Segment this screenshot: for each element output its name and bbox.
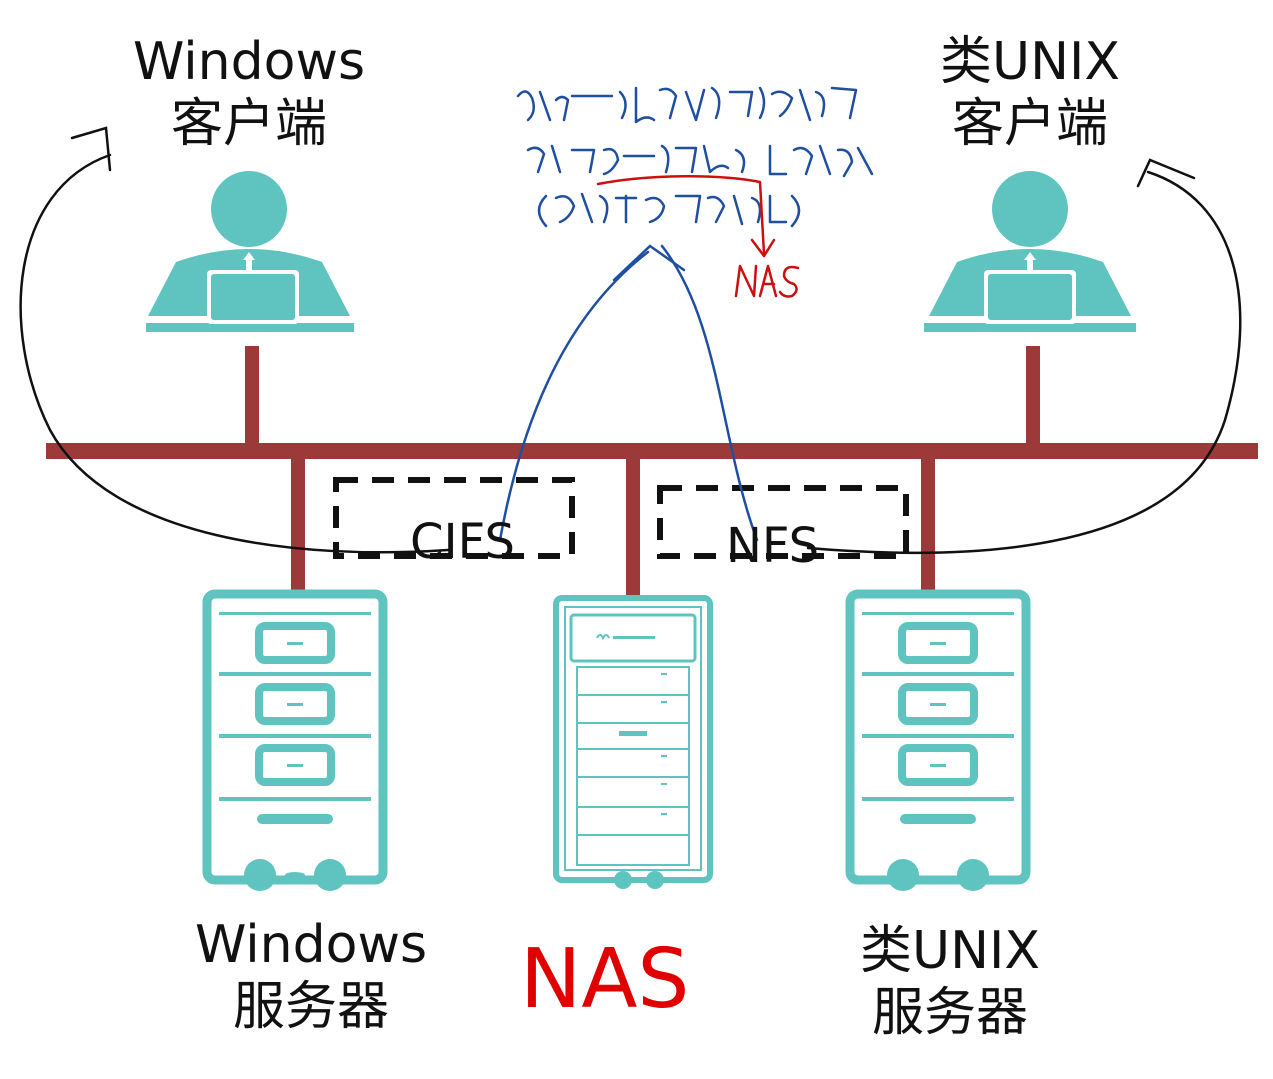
network-lines [46,346,1258,597]
network-bus [46,443,1258,459]
label-windows-server-line1: Windows [194,915,428,975]
protocol-boxes [333,477,909,559]
arrow-nfs-to-unix-client [806,170,1242,555]
person-at-laptop-icon [924,171,1136,332]
nas-label: NAS [520,932,690,1027]
label-windows-client: Windows 客户端 [124,31,374,155]
drop-win-client [245,346,259,446]
label-windows-server: Windows 服务器 [186,914,436,1038]
label-unix-client: 类UNIX 客户端 [920,31,1140,155]
nfs-label: NFS [726,518,820,574]
label-unix-server-line2: 服务器 [871,983,1028,1043]
red-underline [596,174,766,256]
note-line-nfs [660,244,759,542]
note-pointer-lines [498,244,759,542]
label-unix-client-line1: 类UNIX [940,32,1120,92]
cifs-label: CIFS [410,514,515,570]
label-unix-client-line2: 客户端 [951,94,1108,154]
file-server-icon [845,589,1031,891]
arrow-cifs-to-win-client [19,153,450,554]
drop-unix-client [1026,346,1040,446]
label-windows-server-line2: 服务器 [232,977,389,1037]
protocol-arrows [19,126,1242,555]
drop-win-server [291,455,305,595]
cifs-box [333,477,575,559]
label-windows-client-line1: Windows [132,32,366,92]
huawei-logo [596,634,655,641]
handwritten-note [516,86,874,228]
file-server-icon [202,589,388,891]
note-arrow-head [612,244,686,282]
label-windows-client-line2: 客户端 [170,94,327,154]
person-at-laptop-icon [146,171,354,332]
arrow-head-right [1136,158,1196,188]
red-annotation [596,174,800,298]
label-unix-server-line1: 类UNIX [860,921,1040,981]
red-arrow-head [750,238,776,258]
arrow-head-left [70,126,112,172]
red-nas-scribble [734,264,800,298]
label-unix-server: 类UNIX 服务器 [840,920,1060,1044]
note-line-cifs [498,250,650,542]
nfs-box [657,485,909,559]
drop-unix-server [921,455,935,595]
nas-rack-icon [553,595,713,889]
drop-nas [626,455,640,597]
